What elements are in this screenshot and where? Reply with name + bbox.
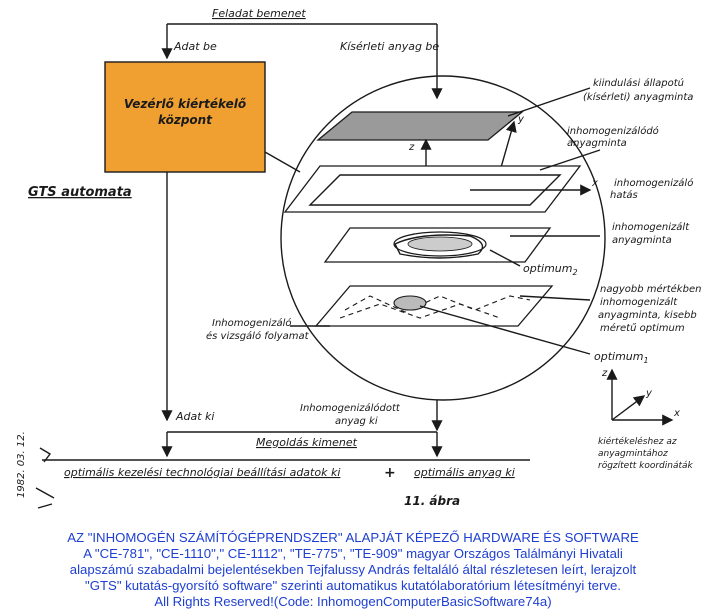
kiserleti-anyag-be-label: Kísérleti anyag be bbox=[340, 40, 439, 53]
vezerlo-kozpont-box bbox=[104, 61, 266, 173]
optimum1-leader bbox=[419, 305, 591, 355]
coord-label-1: kiértékeléshez az bbox=[598, 436, 677, 447]
bottom-left-output: optimális kezelési technológiai beállítá… bbox=[64, 466, 340, 479]
plus-sign: + bbox=[384, 465, 396, 481]
layer-larger-inhomogenized-sample bbox=[314, 285, 591, 327]
label-hatas-1: inhomogenizáló bbox=[614, 177, 693, 189]
axis-x-label-layer: x bbox=[591, 178, 598, 189]
label-inhomogenizalt-1: inhomogenizált bbox=[612, 221, 690, 233]
label-hatas-2: hatás bbox=[610, 189, 638, 201]
axis-z-label: z bbox=[408, 142, 415, 153]
caption-block: AZ "INHOMOGÉN SZÁMÍTÓGÉPRENDSZER" ALAPJÁ… bbox=[0, 530, 706, 610]
megoldas-kimenet-label: Megoldás kimenet bbox=[256, 436, 358, 449]
anyag-ki-label-1: Inhomogenizálódott bbox=[300, 402, 401, 414]
layer-inhomogenized-sample bbox=[323, 227, 600, 263]
coord-label-3: rögzített koordináták bbox=[598, 461, 694, 471]
figure-number: 11. ábra bbox=[404, 494, 460, 508]
folyamat-label-1: Inhomogenizáló bbox=[212, 317, 292, 329]
label-inhomogenizalt-2: anyagminta bbox=[612, 235, 672, 246]
coord-axis-x: x bbox=[673, 408, 680, 419]
label-inhomogenizalodo-2: anyagminta bbox=[567, 138, 627, 149]
caption-line-5: All Rights Reserved!(Code: InhomogenComp… bbox=[154, 594, 552, 609]
caption-line-3: alapszámú szabadalmi bejelentésekben Tej… bbox=[69, 562, 637, 577]
coord-label-2: anyagmintához bbox=[598, 449, 668, 459]
folyamat-label-2: és vizsgáló folyamat bbox=[206, 330, 310, 342]
input-lines bbox=[161, 23, 443, 100]
label-nagyobb-1: nagyobb mértékben bbox=[600, 283, 701, 295]
coordinate-system-icon bbox=[606, 368, 674, 426]
anyag-ki-label-2: anyag ki bbox=[335, 416, 378, 427]
label-nagyobb-2: inhomogenizált bbox=[600, 296, 678, 308]
box-title-line1: Vezérlő kiértékelő bbox=[124, 97, 246, 111]
optimum2-text: optimum bbox=[523, 262, 572, 275]
margin-note: 1982. 03. 12. bbox=[16, 431, 27, 498]
process-circle bbox=[280, 75, 606, 401]
label-kiindulasi-2: (kísérleti) anyagminta bbox=[583, 91, 693, 103]
optimum1-label: optimum1 bbox=[594, 350, 649, 365]
caption-line-2: A "CE-781", "CE-1110"," CE-1112", "TE-77… bbox=[83, 546, 623, 561]
label-kiindulasi-1: kiindulási állapotú bbox=[593, 77, 684, 89]
layer-inhomogenizing-sample: x bbox=[283, 149, 601, 213]
feladat-bemenet-label: Feladat bemenet bbox=[212, 7, 306, 20]
caption-line-4: "GTS" kutatás-gyorsító software" szerint… bbox=[85, 578, 621, 593]
coord-axis-z: z bbox=[601, 368, 608, 379]
optimum2-leader bbox=[489, 249, 521, 267]
gts-automata-label: GTS automata bbox=[28, 185, 132, 200]
optimum2-label: optimum2 bbox=[523, 262, 578, 277]
optimum1-text: optimum bbox=[594, 350, 643, 363]
coord-axis-y: y bbox=[645, 388, 653, 399]
gts-automata-diagram: Feladat bemenet Adat be Kísérleti anyag … bbox=[16, 7, 701, 509]
box-title-line2: központ bbox=[158, 113, 213, 127]
box-connector-line bbox=[264, 151, 301, 173]
megoldas-bracket bbox=[161, 431, 443, 458]
label-inhomogenizalodo-1: inhomogenizálódó bbox=[567, 125, 659, 137]
adat-ki-label: Adat ki bbox=[175, 410, 214, 423]
axis-y-label: y bbox=[517, 114, 525, 125]
layer-start-sample bbox=[316, 87, 591, 141]
label-nagyobb-3: anyagminta, kisebb bbox=[598, 310, 697, 321]
margin-scribble bbox=[35, 447, 55, 509]
optimum2-subscript: 2 bbox=[572, 268, 577, 277]
bottom-right-output: optimális anyag ki bbox=[414, 466, 515, 479]
caption-line-1: AZ "INHOMOGÉN SZÁMÍTÓGÉPRENDSZER" ALAPJÁ… bbox=[67, 530, 639, 545]
optimum1-subscript: 1 bbox=[643, 356, 648, 365]
label-nagyobb-4: méretű optimum bbox=[600, 322, 685, 334]
adat-be-label: Adat be bbox=[173, 40, 217, 53]
